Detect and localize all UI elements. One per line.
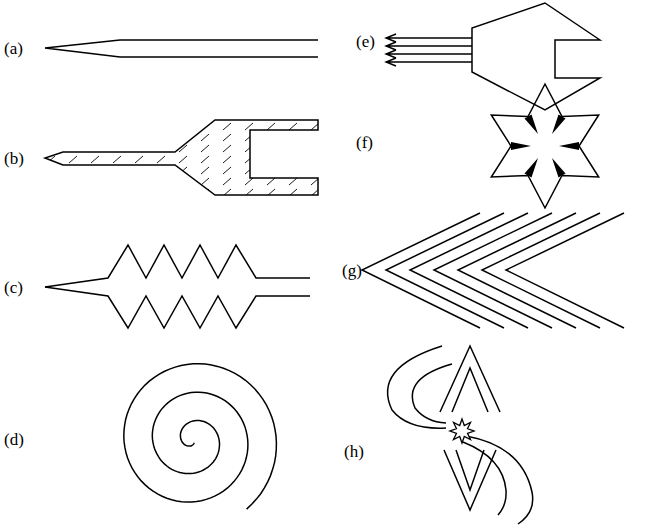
multi-arrows <box>386 34 472 66</box>
figure-label: (g) <box>342 262 362 279</box>
figure-label: (f) <box>356 134 373 151</box>
burst-figure <box>388 346 533 524</box>
figure-label: (e) <box>356 33 375 50</box>
figure-label: (h) <box>344 443 364 460</box>
figure-label: (b) <box>4 150 24 167</box>
figure-label: (c) <box>4 279 23 296</box>
fork-shaft <box>45 120 318 195</box>
serrated-shaft-top <box>45 245 310 287</box>
chevron-lines <box>362 213 624 328</box>
figure-label: (d) <box>4 431 24 448</box>
wrench-head <box>472 3 600 110</box>
six-point-star <box>491 84 598 208</box>
pointed-shaft <box>45 40 318 57</box>
serrated-shaft-bottom <box>45 287 310 328</box>
figure-label: (a) <box>4 40 23 57</box>
spiral-line <box>124 364 277 509</box>
